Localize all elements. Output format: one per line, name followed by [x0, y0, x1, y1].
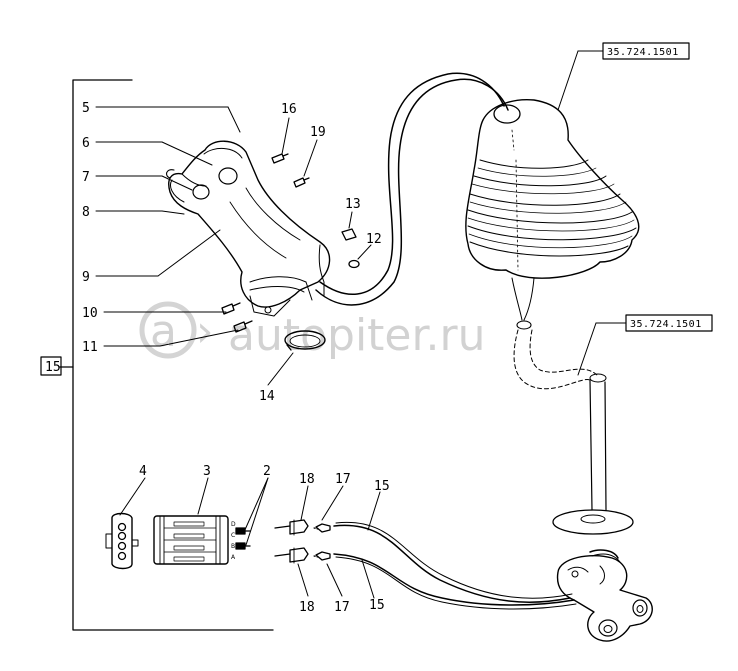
svg-text:35.724.1501: 35.724.1501 [630, 319, 702, 330]
button-5 [218, 167, 238, 185]
callout-leaders [95, 106, 381, 599]
callout-15-bottom: 15 [369, 598, 385, 613]
callout-2: 2 [263, 464, 271, 479]
callout-18-top: 18 [299, 472, 315, 487]
watermark-text: autopiter.ru [228, 310, 486, 361]
callout-11: 11 [82, 340, 98, 355]
group-bracket [59, 79, 274, 631]
connector-half-17-top [313, 523, 331, 533]
svg-text:35.724.1501: 35.724.1501 [607, 47, 679, 58]
trigger-switch-7 [165, 169, 175, 179]
screw-11 [233, 320, 253, 333]
lever-column [513, 320, 607, 511]
callout-17-bottom: 17 [334, 600, 350, 615]
mounting-flange [552, 509, 634, 535]
callout-7: 7 [82, 170, 90, 185]
pin-label-d: D [231, 521, 236, 528]
joystick-handle [168, 140, 331, 317]
svg-text:15: 15 [45, 360, 61, 375]
pin-label-b: B [231, 543, 235, 550]
reference-box-mid: 35.724.1501 [577, 314, 713, 376]
terminal-18-bottom [274, 547, 309, 564]
screw-16 [271, 153, 289, 164]
callout-13: 13 [345, 197, 361, 212]
callout-9: 9 [82, 270, 90, 285]
group-box-15: 15 [40, 356, 62, 376]
callout-labels: 5 6 7 8 9 10 11 16 19 13 12 14 4 3 2 18 … [82, 101, 390, 615]
button-6 [192, 184, 210, 200]
callout-14: 14 [259, 389, 275, 404]
washer-12 [348, 259, 360, 269]
connector-4 [105, 512, 139, 570]
callout-15-top: 15 [374, 479, 390, 494]
screw-10 [221, 302, 241, 315]
watermark: a › autopiter.ru [139, 301, 486, 361]
screw-19 [293, 177, 310, 188]
callout-19: 19 [310, 125, 326, 140]
handle-cable [315, 72, 509, 306]
callout-10: 10 [82, 306, 98, 321]
callout-6: 6 [82, 136, 90, 151]
callout-3: 3 [203, 464, 211, 479]
pad-13 [341, 228, 357, 241]
connector-half-17-bottom [313, 551, 331, 561]
terminal-2-bottom [235, 542, 251, 550]
svg-text:›: › [196, 306, 214, 357]
lever-base-bracket [556, 555, 653, 642]
svg-text:a: a [150, 306, 177, 357]
pin-label-c: C [231, 532, 235, 539]
callout-5: 5 [82, 101, 90, 116]
callout-8: 8 [82, 205, 90, 220]
rubber-boot [465, 99, 640, 321]
connector-3: D C B A [153, 515, 236, 565]
callout-18-bottom: 18 [299, 600, 315, 615]
wiring-harness-15 [333, 521, 621, 610]
callout-16: 16 [281, 102, 297, 117]
callout-12: 12 [366, 232, 382, 247]
terminal-18-top [274, 519, 309, 536]
snap-ring-14 [284, 330, 326, 351]
pin-label-a: A [231, 554, 236, 561]
callout-17-top: 17 [335, 472, 351, 487]
terminal-2-top [235, 527, 251, 535]
reference-box-top: 35.724.1501 [557, 42, 690, 111]
callout-4: 4 [139, 464, 147, 479]
